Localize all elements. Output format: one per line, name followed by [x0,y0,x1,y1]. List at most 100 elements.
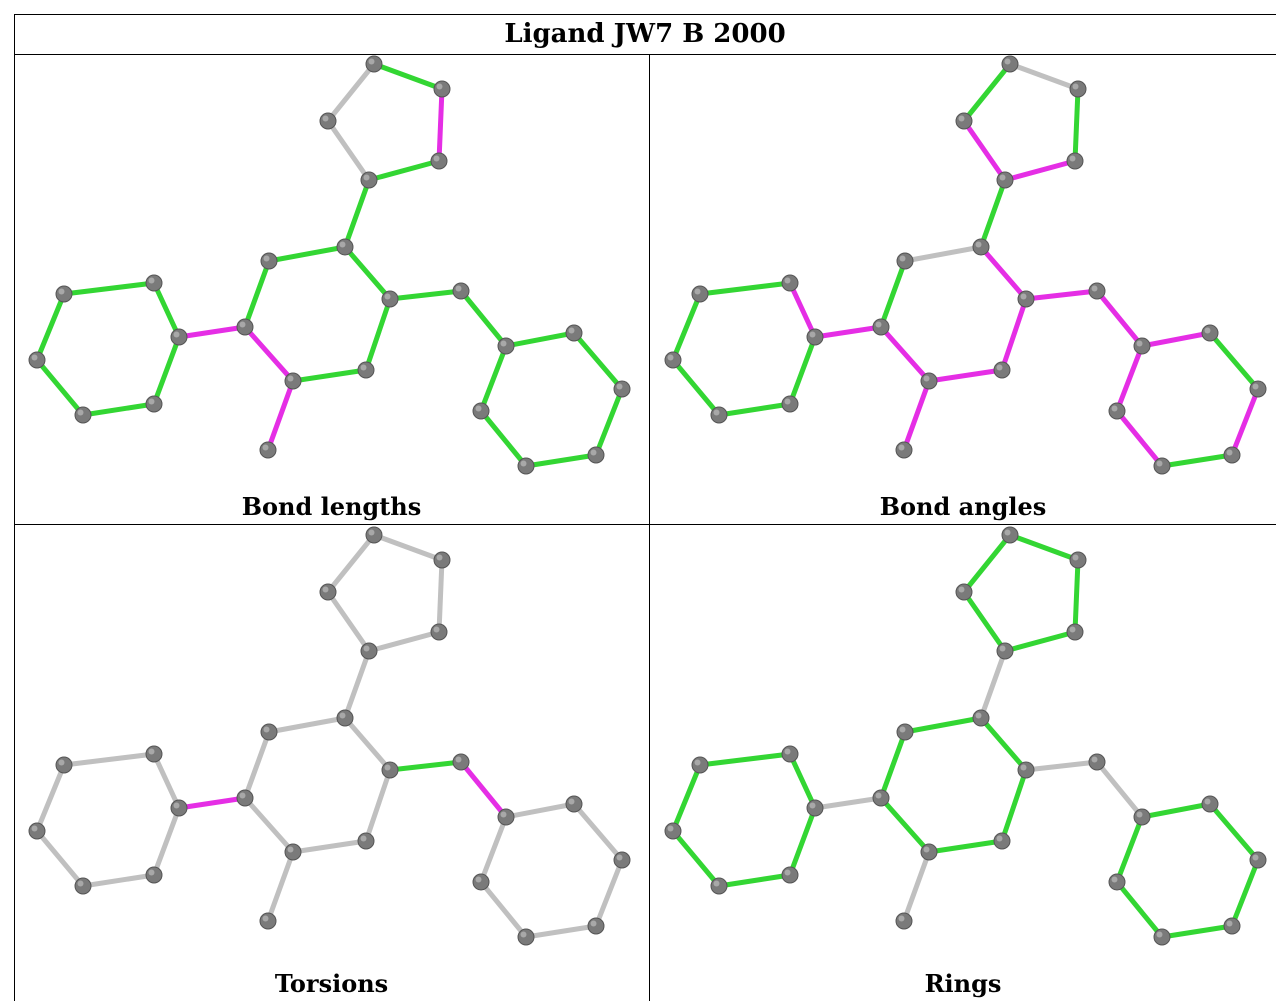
atom-highlight [436,83,443,90]
atom [691,756,709,774]
atom [472,402,490,420]
atom [497,337,515,355]
atom [1223,917,1241,935]
bond-good [716,872,793,889]
bond-neutral [325,589,372,654]
bond-good [151,280,182,340]
atom [896,252,914,270]
atom [260,252,278,270]
bond-neutral [478,814,509,885]
bond-bad [978,244,1029,302]
bond-good [716,401,793,418]
atom [955,112,973,130]
atom-highlight [1111,405,1118,412]
bond-neutral [478,879,529,940]
bond-good [878,795,932,855]
bond-good [478,408,529,469]
bond-good [523,452,599,469]
atom-highlight [1069,626,1076,633]
bond-good [366,158,442,183]
atom [710,877,728,895]
atom [452,753,470,771]
atom [365,526,383,544]
atom [920,843,938,861]
atom-highlight [339,712,346,719]
bond-neutral [371,532,445,563]
bond-bad [999,296,1029,373]
atom [872,789,890,807]
bond-neutral [902,244,984,264]
bond-good [61,280,157,297]
bond-good [978,177,1008,250]
atom [55,756,73,774]
atom [664,822,682,840]
atom-highlight [784,277,791,284]
atom-highlight [784,748,791,755]
atom [587,917,605,935]
atom-highlight [975,712,982,719]
atom-highlight [263,255,270,262]
atom [170,328,188,346]
atom [710,406,728,424]
atom-highlight [368,58,375,65]
bond-good [878,258,908,330]
atom [1069,551,1087,569]
bond-neutral [61,751,157,768]
atom [260,723,278,741]
bond-good [961,61,1013,124]
bond-good [787,334,818,407]
bond-good [503,330,577,349]
atom [319,112,337,130]
atom [872,318,890,336]
atom-highlight [1091,285,1098,292]
bond-good [80,401,157,418]
atom-highlight [1252,854,1259,861]
bond-neutral [325,61,377,124]
atom-highlight [1111,876,1118,883]
atom [781,866,799,884]
atom [1133,337,1151,355]
bond-good [787,751,818,811]
bond-bad [1114,343,1145,414]
atom-highlight [999,174,1006,181]
bond-neutral [593,857,625,929]
bond-good [1002,629,1078,654]
atom [1066,623,1084,641]
bond-bad [1023,288,1100,302]
atom [145,274,163,292]
atom-highlight [1091,756,1098,763]
atom-highlight [173,802,180,809]
atom-highlight [1252,383,1259,390]
atom-highlight [173,331,180,338]
molecule-bond-lengths [28,55,631,475]
atom [1153,457,1171,475]
atom [517,457,535,475]
atom [1223,446,1241,464]
bond-good [670,291,703,363]
atom-highlight [263,726,270,733]
bond-neutral [366,629,442,654]
bond-good [151,334,182,407]
bond-good [999,767,1029,844]
atom [1249,380,1267,398]
atom-highlight [322,586,329,593]
title-divider [14,54,1276,55]
atom [972,709,990,727]
figure-frame [14,14,1276,1001]
bond-neutral [978,648,1008,721]
atom-highlight [433,155,440,162]
atom-highlight [360,835,367,842]
bond-bad [458,759,509,820]
atom [781,745,799,763]
molecule-bond-angles [664,55,1267,475]
atom-highlight [875,321,882,328]
atom [1017,761,1035,779]
atom-highlight [31,825,38,832]
atom [28,351,46,369]
bond-bad [265,378,296,453]
atom [1133,808,1151,826]
atom-highlight [455,285,462,292]
atom-highlight [475,405,482,412]
atom [357,832,375,850]
atom-highlight [809,331,816,338]
